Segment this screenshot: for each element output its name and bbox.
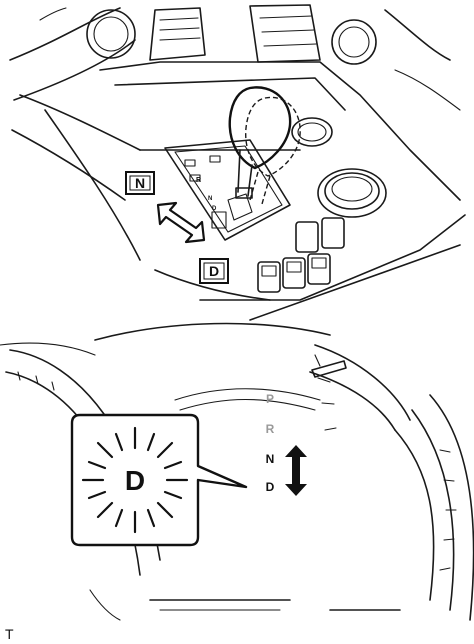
n-position-label: N xyxy=(125,171,155,195)
instrument-cluster-illustration: P R N D xyxy=(0,322,474,621)
svg-text:D: D xyxy=(212,206,217,212)
round-control-knob-top-left xyxy=(86,9,136,59)
d-indicator-callout: D xyxy=(70,413,248,547)
gear-p-label: P xyxy=(266,392,274,406)
shift-direction-arrow xyxy=(156,201,206,244)
svg-text:N: N xyxy=(208,196,212,202)
right-gauge xyxy=(309,344,411,431)
shift-lever-alternate-position xyxy=(245,96,301,205)
n-label-text: N xyxy=(135,175,145,191)
illumination-rays xyxy=(81,426,189,534)
gear-position-indicator: P R N D xyxy=(266,392,275,494)
shift-lever xyxy=(228,86,292,199)
svg-text:R: R xyxy=(196,177,201,184)
d-position-label: D xyxy=(199,258,229,284)
round-control-knob-top-right xyxy=(331,19,377,65)
console-switches xyxy=(257,217,345,293)
d-label-text: D xyxy=(209,263,219,279)
left-gauge-ticks xyxy=(17,371,55,391)
gear-r-label: R xyxy=(266,422,275,436)
center-console-illustration: R N D xyxy=(9,4,466,321)
gear-change-arrow xyxy=(285,445,307,496)
cup-holder-front xyxy=(317,168,387,218)
cup-holder-rear xyxy=(291,117,333,147)
gear-n-label: N xyxy=(266,452,275,466)
shift-gate-panel: R N D xyxy=(164,139,291,241)
lit-d-indicator: D xyxy=(125,465,145,496)
gear-d-label: D xyxy=(266,480,275,494)
corner-code: T xyxy=(5,626,14,642)
far-right-gauge xyxy=(394,394,474,621)
